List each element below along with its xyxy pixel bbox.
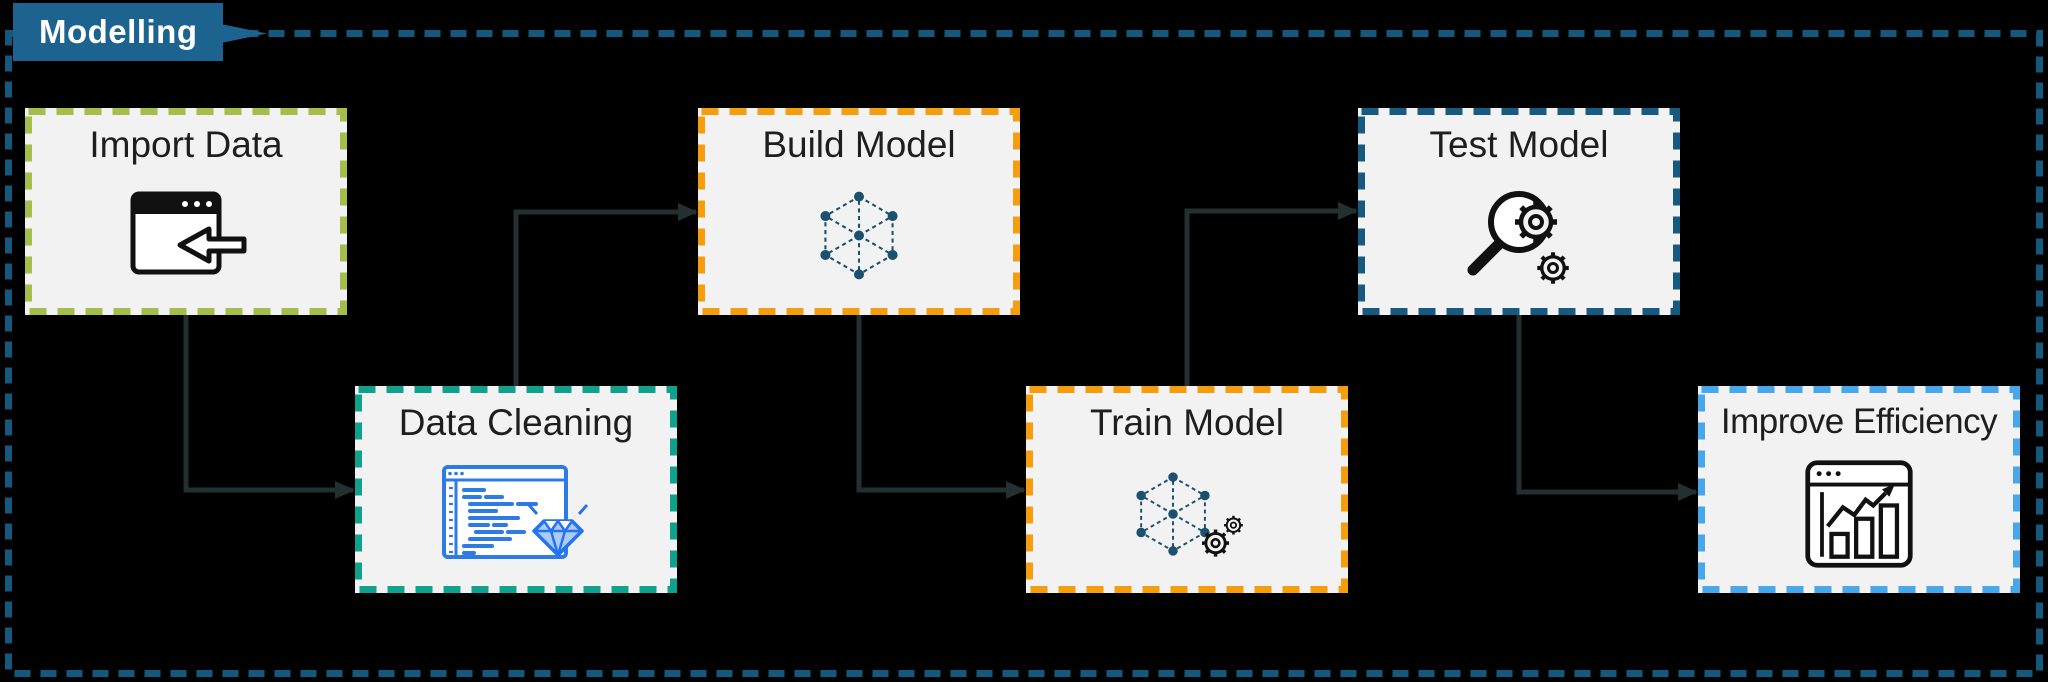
step-label: Improve Efficiency [1720, 402, 1998, 441]
import-window-icon [25, 164, 347, 307]
step-box-improve-efficiency: Improve Efficiency [1698, 386, 2020, 593]
banner-notch [221, 24, 267, 43]
step-label: Import Data [89, 124, 283, 165]
magnifier-gear-icon [1358, 164, 1680, 307]
growth-chart-icon [1698, 442, 2020, 585]
step-label: Train Model [1090, 402, 1284, 443]
step-box-test-model: Test Model [1358, 108, 1680, 315]
connector-cleaning-to-build [513, 203, 698, 386]
step-box-import-data: Import Data [25, 108, 347, 315]
step-box-train-model: Train Model [1026, 386, 1348, 593]
step-label: Data Cleaning [398, 402, 634, 443]
step-label: Test Model [1429, 124, 1609, 165]
modelling-banner: Modelling [13, 3, 223, 61]
step-box-build-model: Build Model [698, 108, 1020, 315]
step-box-data-cleaning: Data Cleaning [355, 386, 677, 593]
connector-import-to-cleaning [183, 315, 355, 499]
network-nodes-icon [698, 164, 1020, 307]
connector-test-to-improve [1516, 315, 1698, 501]
outer-dashed-border [5, 30, 2043, 677]
connector-build-to-train [856, 315, 1026, 499]
code-cleaning-icon [355, 442, 677, 585]
connector-train-to-test [1184, 202, 1358, 386]
banner-title: Modelling [39, 13, 198, 50]
network-gears-icon [1026, 442, 1348, 585]
step-label: Build Model [762, 124, 956, 165]
